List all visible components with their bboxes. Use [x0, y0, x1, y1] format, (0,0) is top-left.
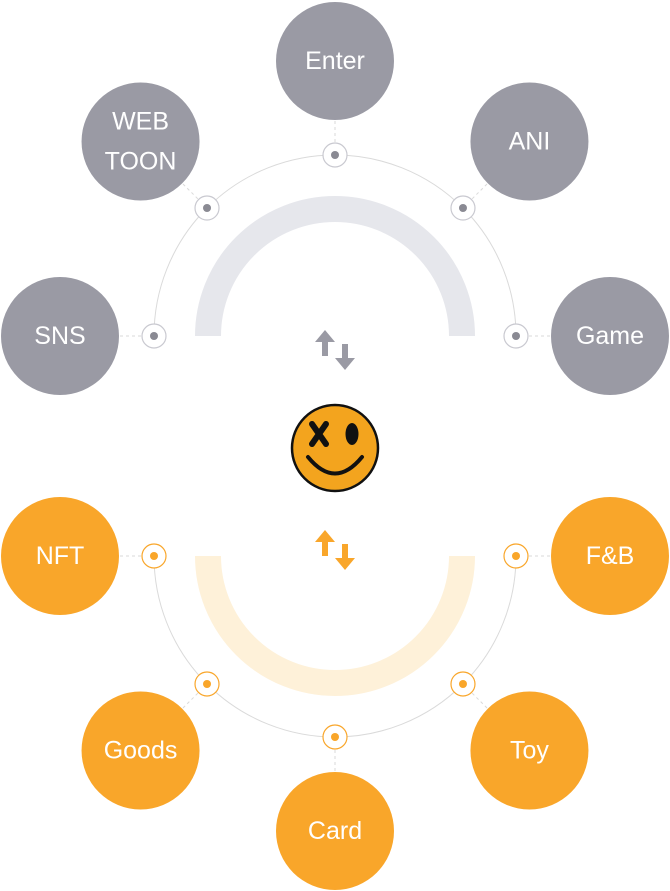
node-circle: [81, 691, 200, 810]
node-circle: [1, 497, 119, 615]
node-label: F&B: [586, 542, 635, 570]
node-circle: [1, 277, 119, 395]
connector-line: [471, 181, 490, 200]
target-dot-icon: [322, 142, 348, 168]
node-circle: [470, 82, 589, 201]
smiley-face-icon: [290, 403, 380, 493]
node-circle: [81, 82, 200, 201]
node-label: TOON: [105, 148, 177, 176]
node-label: Game: [576, 322, 644, 350]
node-label: Enter: [305, 47, 365, 75]
node-circle: [551, 497, 669, 615]
node-label: Goods: [104, 736, 178, 764]
target-dot-icon: [141, 543, 167, 569]
target-dot-icon: [194, 671, 220, 697]
target-dot-icon: [450, 195, 476, 221]
target-dot-icon: [503, 323, 529, 349]
node-label: ANI: [509, 128, 551, 156]
node-goods: Goods: [81, 671, 220, 810]
connector-line: [471, 692, 490, 711]
connector-line: [180, 181, 199, 200]
target-dot-icon: [194, 195, 220, 221]
up-down-arrows-icon: [315, 330, 355, 370]
node-enter: Enter: [276, 2, 394, 168]
up-down-arrows-icon: [315, 530, 355, 570]
node-webtoon: WEB TOON: [81, 82, 220, 221]
inner-arc-band: [195, 196, 475, 337]
target-dot-icon: [141, 323, 167, 349]
node-ani: ANI: [450, 82, 589, 221]
node-game: Game: [503, 277, 669, 395]
target-dot-icon: [503, 543, 529, 569]
node-circle: [276, 2, 394, 120]
node-circle: [470, 691, 589, 810]
node-circle: [276, 772, 394, 890]
node-toy: Toy: [450, 671, 589, 810]
target-dot-icon: [450, 671, 476, 697]
node-card: Card: [276, 724, 394, 890]
node-circle: [551, 277, 669, 395]
node-fb: F&B: [503, 497, 669, 615]
node-label: Toy: [510, 736, 549, 764]
inner-arc-band: [195, 555, 475, 696]
node-label: SNS: [34, 322, 85, 350]
target-dot-icon: [322, 724, 348, 750]
connector-line: [180, 692, 199, 711]
node-nft: NFT: [1, 497, 167, 615]
node-sns: SNS: [1, 277, 167, 395]
node-label: NFT: [36, 542, 85, 570]
node-label: Card: [308, 817, 362, 845]
node-label: WEB: [112, 108, 169, 136]
